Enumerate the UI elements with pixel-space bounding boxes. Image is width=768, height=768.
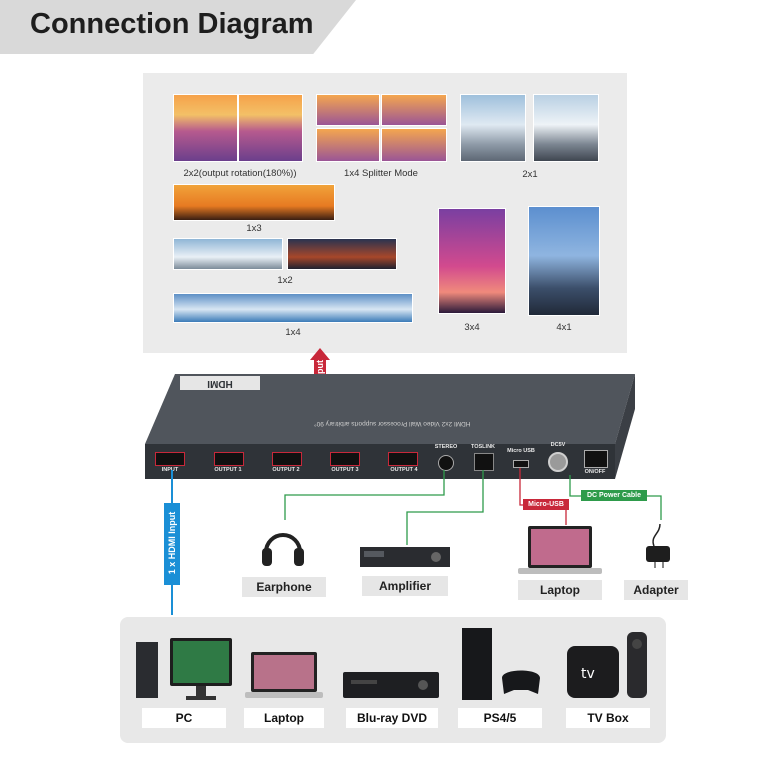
pc-icon [136, 638, 232, 700]
port-output-2-label: OUTPUT 2 [272, 467, 300, 473]
mode-2x1-image-right [533, 94, 599, 162]
port-output-4-label: OUTPUT 4 [390, 467, 418, 473]
power-switch [584, 450, 608, 468]
mode-4x1-image [528, 206, 600, 316]
source-laptop-icon [245, 652, 323, 698]
video-wall-processor [145, 374, 635, 479]
port-output-1-label: OUTPUT 1 [214, 467, 242, 473]
earphone-label: Earphone [242, 577, 326, 597]
title-banner [0, 0, 356, 54]
source-bluray-label: Blu-ray DVD [346, 708, 438, 728]
bluray-player-icon [343, 672, 439, 698]
port-input [155, 452, 185, 466]
port-output-1 [214, 452, 244, 466]
mode-4x1-caption: 4x1 [556, 322, 572, 333]
port-toslink [474, 453, 494, 471]
hdmi-input-label: 1 x HDMI Input [167, 511, 177, 575]
port-output-3 [330, 452, 360, 466]
ps-console-icon [462, 628, 540, 700]
mode-1x4-caption: 1x4 [285, 327, 301, 338]
port-input-label: INPUT [161, 467, 179, 473]
mode-1x2-image-left [173, 238, 283, 270]
port-output-3-label: OUTPUT 3 [331, 467, 359, 473]
mode-1x2-caption: 1x2 [277, 275, 293, 286]
port-micro-usb [513, 460, 529, 468]
source-pc-label: PC [142, 708, 226, 728]
port-dc5v [548, 452, 568, 472]
mode-3x4-image [438, 208, 506, 314]
port-micro-usb-label: Micro USB [507, 448, 535, 454]
mode-2x2-divider [237, 94, 239, 162]
adapter-icon [646, 523, 670, 568]
mode-2x1-image-left [460, 94, 526, 162]
source-laptop-label: Laptop [244, 708, 324, 728]
source-ps-label: PS4/5 [458, 708, 542, 728]
mode-1x4-splitter-caption: 1x4 Splitter Mode [344, 168, 418, 179]
mode-1x2-image-right [287, 238, 397, 270]
hdmi-input-tag [164, 503, 180, 585]
port-dc5v-label: DC5V [550, 442, 566, 448]
port-stereo [438, 455, 454, 471]
micro-usb-tag: Micro-USB [523, 499, 569, 510]
page-title: Connection Diagram [30, 8, 314, 40]
laptop-label: Laptop [518, 580, 602, 600]
amplifier-label: Amplifier [362, 576, 448, 596]
mode-2x1-caption: 2x1 [522, 169, 538, 180]
dc-power-cable-tag: DC Power Cable [581, 490, 647, 501]
mode-1x4-splitter-image-3 [316, 128, 380, 162]
tv-box-icon: tv [567, 632, 647, 698]
laptop-icon [518, 526, 602, 574]
svg-text:tv: tv [581, 666, 595, 682]
mode-1x4-splitter-image-1 [316, 94, 380, 126]
port-onoff-label: ON/OFF [584, 469, 606, 475]
mode-1x4-image [173, 293, 413, 323]
amplifier-icon [360, 547, 450, 567]
port-output-4 [388, 452, 418, 466]
source-tvbox-label: TV Box [566, 708, 650, 728]
mode-2x2-caption: 2x2(output rotation(180%)) [183, 168, 297, 179]
earphone-icon [262, 533, 304, 566]
video-wall-modes-panel: 2x2(output rotation(180%)) 1x4 Splitter … [143, 73, 627, 353]
mode-1x4-splitter-image-4 [381, 128, 447, 162]
port-stereo-label: STEREO [434, 444, 458, 450]
mode-1x4-splitter-image-2 [381, 94, 447, 126]
port-output-2 [272, 452, 302, 466]
mode-1x3-caption: 1x3 [246, 223, 262, 234]
mode-1x3-image [173, 184, 335, 221]
port-toslink-label: TOSLINK [470, 444, 496, 450]
adapter-label: Adapter [624, 580, 688, 600]
mode-3x4-caption: 3x4 [464, 322, 480, 333]
